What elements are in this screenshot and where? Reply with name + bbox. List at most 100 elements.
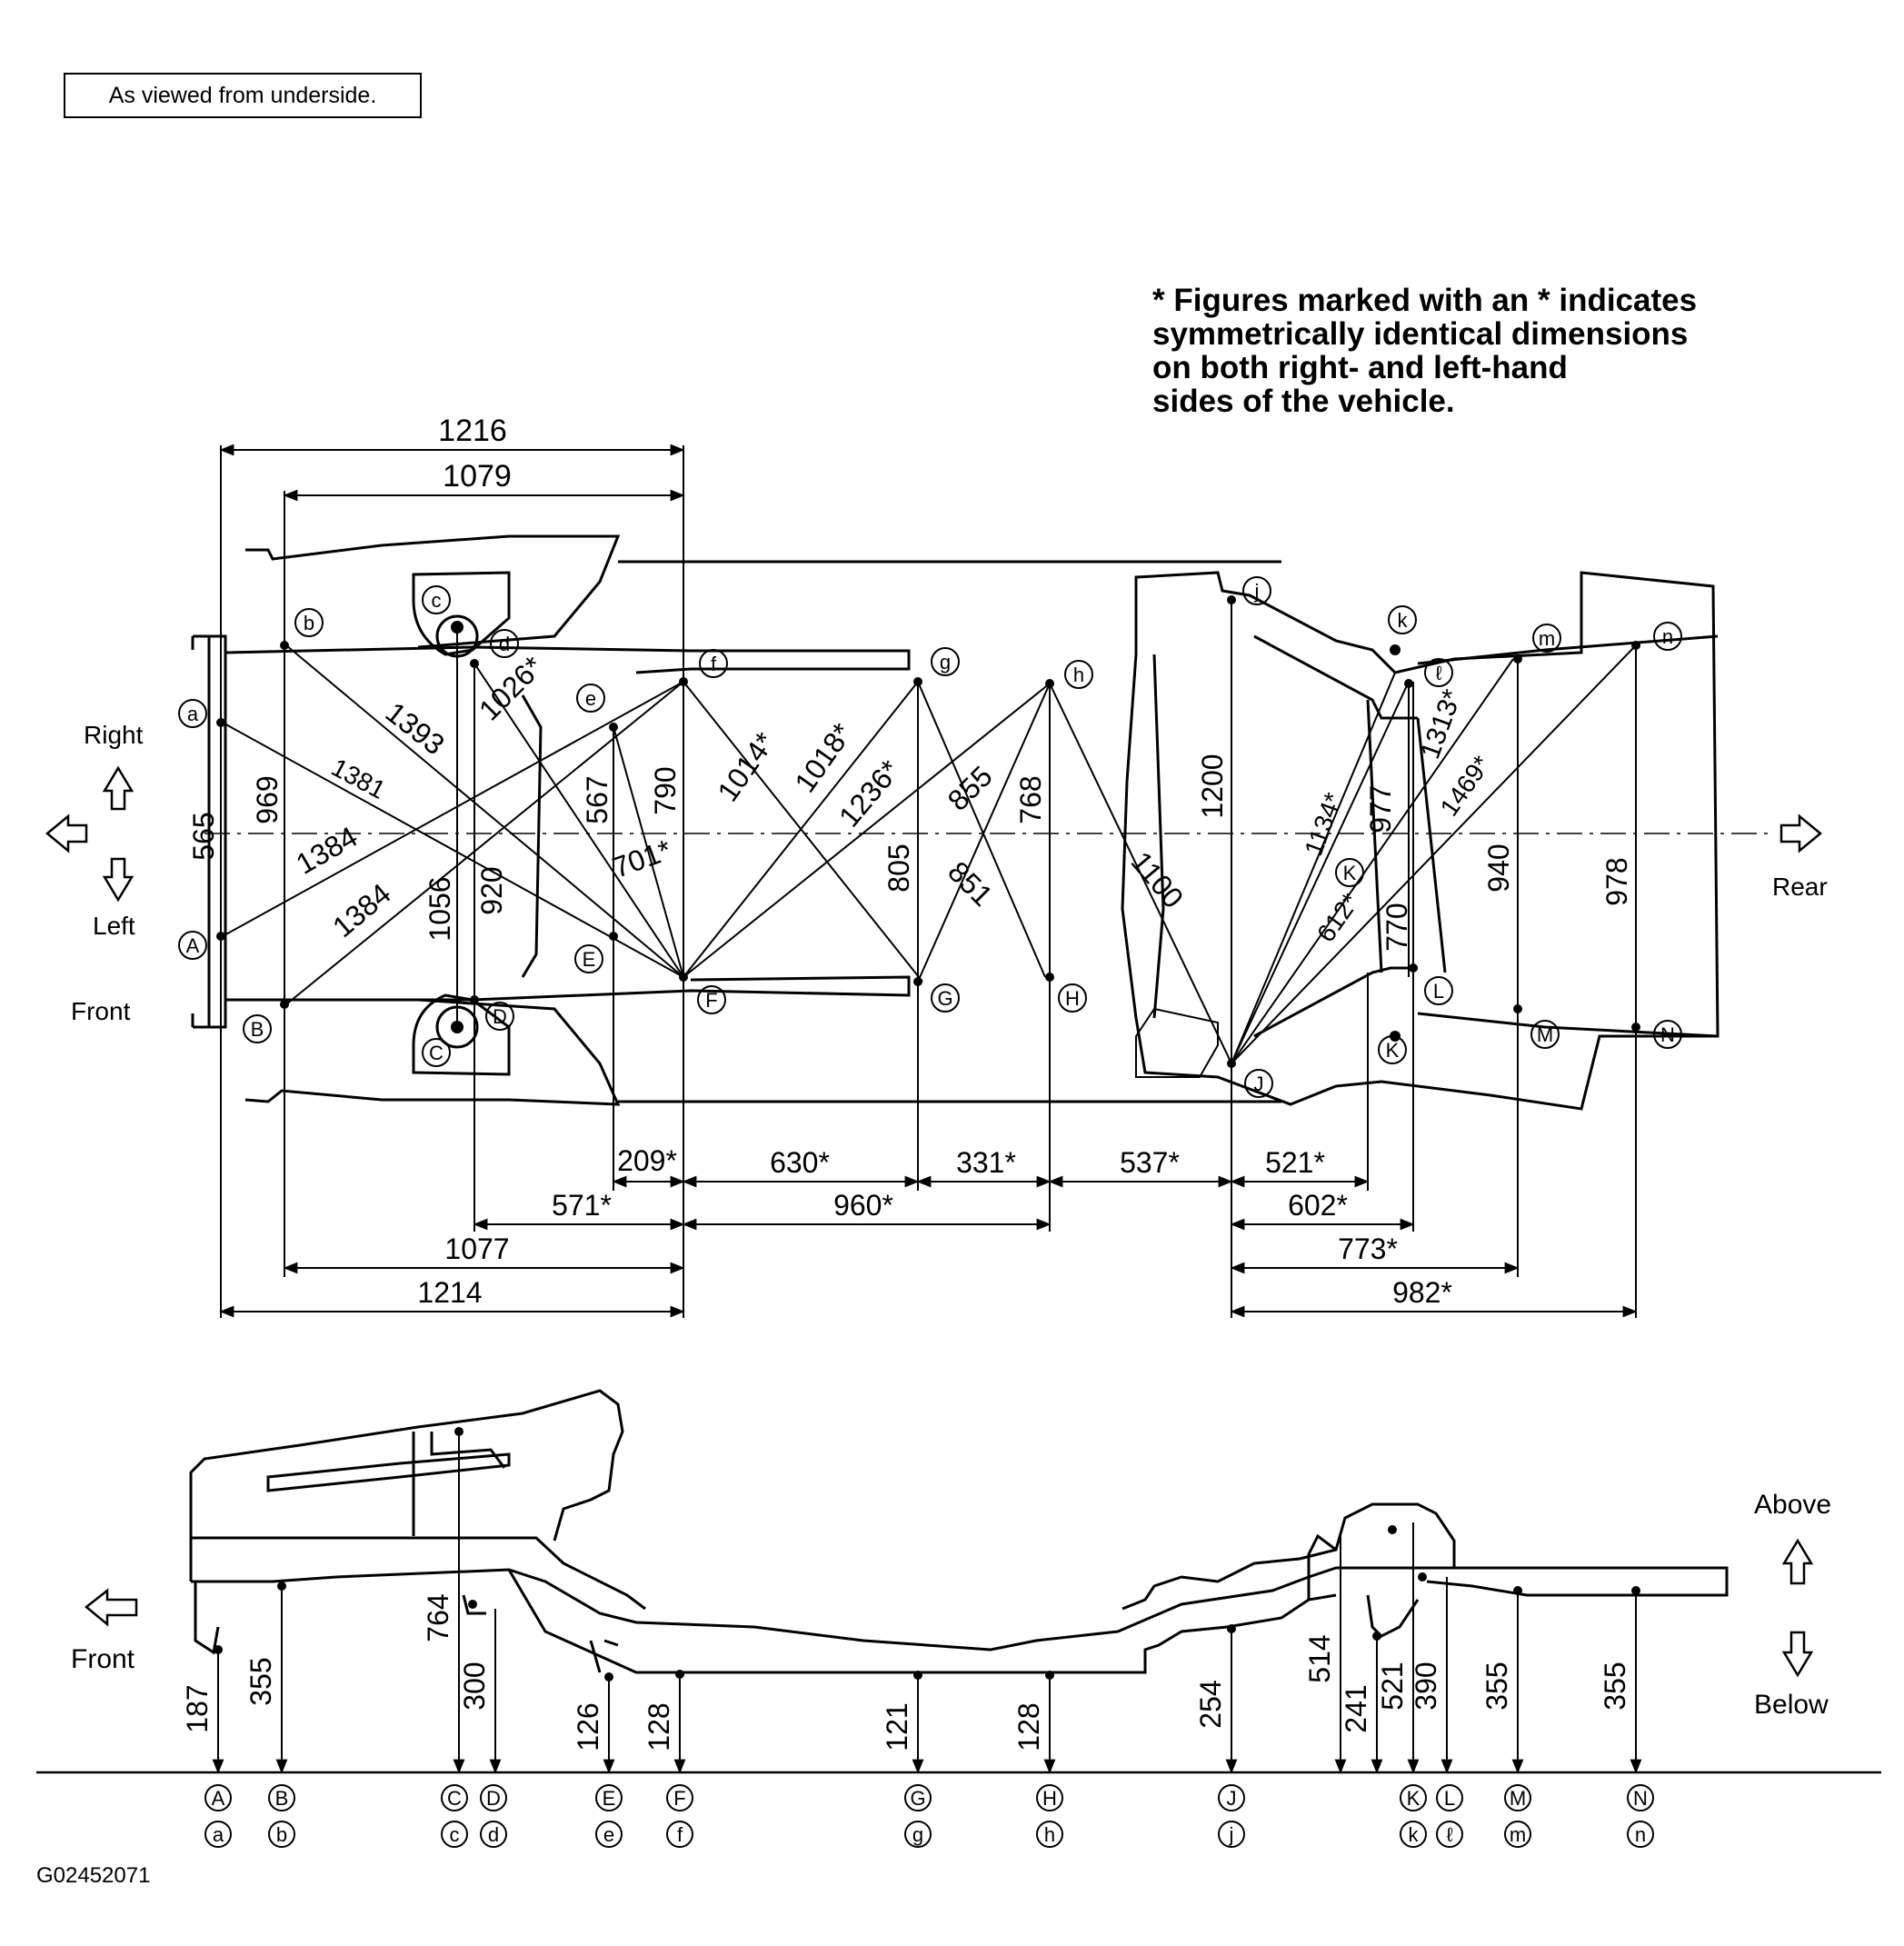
side-label-E: E	[603, 1787, 616, 1810]
dim-1056: 1056	[424, 876, 456, 941]
label-m-top: m	[1539, 627, 1555, 650]
dim-1077: 1077	[444, 1232, 509, 1265]
label-c-top: c	[432, 589, 442, 612]
label-below: Below	[1754, 1690, 1829, 1720]
side-label-l: ℓ	[1446, 1823, 1453, 1846]
wheel-mount-upper	[435, 614, 479, 658]
point-labels-top: a A b B c C d D e E f F g G h H j J k K …	[178, 576, 1682, 1098]
dim-1014: 1014*	[711, 726, 781, 807]
dim-982: 982*	[1392, 1276, 1452, 1309]
side-label-M: M	[1510, 1787, 1526, 1810]
label-g-top: g	[940, 651, 951, 674]
side-label-C: C	[447, 1787, 462, 1810]
side-label-D: D	[486, 1787, 501, 1810]
label-E-top: E	[583, 948, 596, 971]
label-h-top: h	[1073, 664, 1084, 686]
height-M: 355	[1480, 1662, 1513, 1710]
dim-1216: 1216	[438, 414, 507, 448]
dim-920: 920	[475, 866, 508, 914]
dim-978: 978	[1600, 857, 1633, 905]
label-M-top: M	[1537, 1023, 1553, 1046]
dim-768: 768	[1014, 775, 1047, 823]
dim-773: 773*	[1338, 1232, 1398, 1265]
arrow-front-side-icon	[85, 1588, 138, 1627]
dim-701: 701*	[608, 833, 675, 883]
side-label-L: L	[1444, 1787, 1455, 1810]
side-label-m: m	[1510, 1823, 1526, 1846]
side-label-d: d	[488, 1823, 499, 1846]
side-label-g: g	[912, 1823, 923, 1846]
vertical-lines	[220, 600, 1637, 1063]
dim-1134: 1134*	[1299, 789, 1347, 860]
dim-940: 940	[1482, 843, 1515, 892]
label-left: Left	[93, 912, 135, 940]
point-labels-side: A a B b C c D d E e F f G g H h J j K k …	[204, 1784, 1654, 1848]
dim-1100: 1100	[1125, 845, 1191, 914]
side-label-B: B	[275, 1787, 289, 1810]
label-l-top: ℓ	[1435, 662, 1442, 684]
dim-1313: 1313*	[1415, 685, 1468, 763]
arrow-right-icon	[102, 765, 135, 811]
label-front-top: Front	[71, 997, 131, 1025]
dim-851: 851	[942, 855, 999, 913]
label-C-top: C	[429, 1042, 444, 1064]
label-k-top: k	[1398, 609, 1409, 632]
label-d-top: d	[499, 633, 510, 655]
viewpoint-caption: As viewed from underside.	[64, 73, 422, 118]
arrow-left-icon	[102, 857, 135, 903]
height-B: 355	[244, 1657, 277, 1705]
dim-1079: 1079	[443, 459, 512, 494]
label-B-top: B	[251, 1018, 264, 1041]
dim-1384-a: 1384	[291, 820, 364, 881]
side-label-A: A	[212, 1787, 225, 1810]
top-view-frame	[191, 534, 1720, 1111]
label-front-side: Front	[71, 1644, 135, 1674]
side-label-F: F	[673, 1787, 685, 1810]
side-label-G: G	[910, 1787, 925, 1810]
dim-1018: 1018*	[788, 717, 858, 798]
dim-855: 855	[942, 760, 999, 817]
label-j-top: j	[1254, 580, 1260, 603]
height-G: 121	[881, 1702, 913, 1751]
dim-1384-b: 1384	[326, 877, 397, 943]
dim-1393: 1393	[380, 695, 451, 761]
height-D: 300	[458, 1662, 491, 1710]
height-H: 128	[1012, 1702, 1045, 1751]
measurement-points-side	[214, 1427, 1640, 1682]
dim-565: 565	[187, 812, 220, 860]
side-label-a: a	[213, 1823, 224, 1846]
side-label-b: b	[276, 1823, 287, 1846]
height-K-514: 514	[1303, 1634, 1336, 1682]
dim-1200: 1200	[1196, 753, 1229, 818]
label-K-top: K	[1386, 1039, 1400, 1062]
side-label-J: J	[1227, 1787, 1237, 1810]
side-label-N: N	[1633, 1787, 1648, 1810]
label-F-top: F	[705, 989, 717, 1012]
dim-1214: 1214	[417, 1276, 482, 1309]
side-label-k: k	[1409, 1823, 1420, 1846]
side-label-K: K	[1407, 1787, 1421, 1810]
height-J: 254	[1194, 1680, 1227, 1728]
label-n-top: n	[1662, 625, 1673, 648]
label-N-top: N	[1660, 1023, 1675, 1046]
height-K-521: 521	[1376, 1662, 1409, 1710]
label-above: Above	[1754, 1490, 1831, 1520]
side-label-c: c	[450, 1823, 460, 1846]
figure-id: G02452071	[36, 1863, 151, 1888]
side-label-j: j	[1229, 1823, 1234, 1846]
wheel-mount-lower	[435, 1005, 479, 1049]
top-dim-labels: 565 969 1056 920 567 790 805 768 1200 97…	[187, 650, 1633, 952]
height-L: 390	[1410, 1662, 1442, 1710]
dim-1236: 1236*	[832, 753, 906, 833]
height-C: 764	[422, 1593, 454, 1642]
label-A-top: A	[186, 934, 200, 957]
label-e-top: e	[585, 687, 596, 710]
label-K-mid: K	[1343, 862, 1357, 884]
side-label-f: f	[677, 1823, 683, 1846]
measurement-points-top	[216, 595, 1640, 1068]
label-G-top: G	[937, 987, 952, 1010]
dim-805: 805	[882, 843, 915, 892]
arrow-front-icon	[45, 813, 88, 853]
dim-960: 960*	[833, 1189, 893, 1222]
dim-770: 770	[1381, 903, 1413, 951]
